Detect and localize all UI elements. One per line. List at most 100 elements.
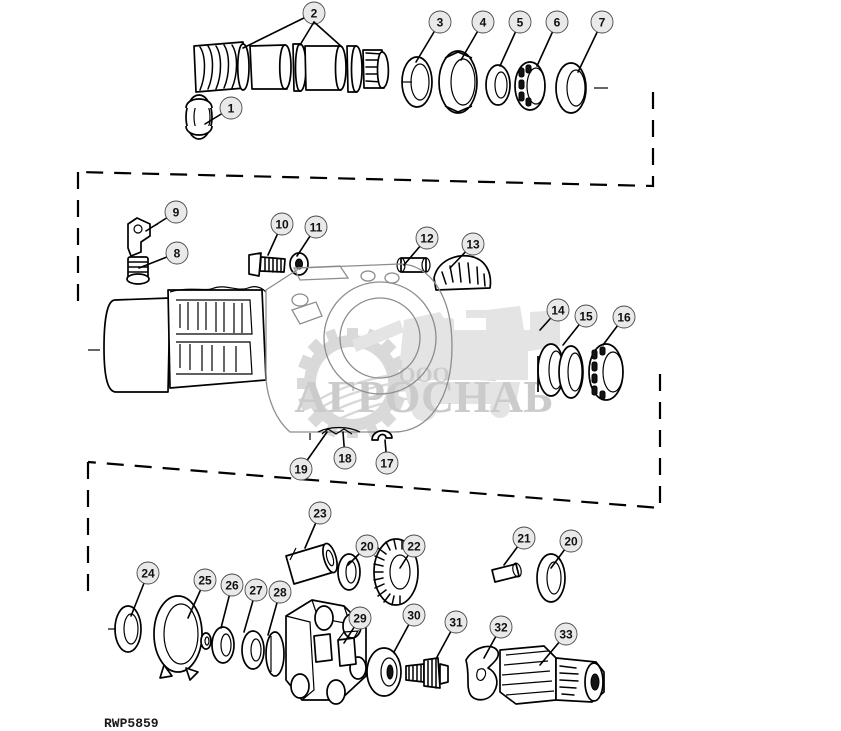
callout-number: 13 [466,238,480,252]
callout-bubble[interactable] [559,529,583,553]
callout-bubble[interactable] [348,606,372,630]
callout-bubble[interactable] [471,10,495,34]
callout-bubble[interactable] [308,501,332,525]
callout-13[interactable]: 13 [449,232,485,269]
callout-9[interactable]: 9 [145,200,188,232]
part-30-flanged-bearing [366,647,402,697]
callout-bubble[interactable] [612,305,636,329]
callout-22[interactable]: 22 [399,534,426,569]
callout-24[interactable]: 24 [130,561,160,617]
part-29-planet-carrier [285,599,367,705]
part-13-gear-segment [433,254,492,291]
callout-number: 33 [559,628,573,642]
callout-bubble[interactable] [402,603,426,627]
callout-number: 20 [564,535,578,549]
part-3-bearing-cup [401,56,433,108]
callout-3[interactable]: 3 [415,10,452,63]
callout-bubble[interactable] [545,10,569,34]
callout-bubble[interactable] [304,215,328,239]
callout-bubble[interactable] [268,580,292,604]
callout-27[interactable]: 27 [243,578,268,633]
callout-bubble[interactable] [428,10,452,34]
part-15-bearing-cup [558,345,584,399]
callout-bubble[interactable] [444,610,468,634]
callout-number: 8 [174,247,181,261]
callout-bubble[interactable] [219,96,243,120]
callout-bubble[interactable] [165,241,189,265]
callout-29[interactable]: 29 [343,606,372,644]
callout-15[interactable]: 15 [562,304,598,346]
callout-10[interactable]: 10 [267,212,294,256]
callout-number: 11 [310,221,323,235]
callout-bubble[interactable] [136,561,160,585]
callout-2[interactable]: 2 [242,1,326,49]
callout-5[interactable]: 5 [499,10,532,67]
callout-bubble[interactable] [270,212,294,236]
callout-number: 30 [407,609,421,623]
callout-bubble[interactable] [289,457,313,481]
callout-bubble[interactable] [590,10,614,34]
callout-31[interactable]: 31 [436,610,468,658]
callout-number: 14 [551,304,565,318]
callout-number: 28 [273,586,287,600]
callout-bubble[interactable] [461,232,485,256]
document-code: RWP5859 [104,716,159,731]
part-20-thrust-washer-b [536,553,566,603]
callout-21[interactable]: 21 [503,526,536,566]
callout-33[interactable]: 33 [539,622,578,666]
callout-bubble[interactable] [574,304,598,328]
callout-bubble[interactable] [508,10,532,34]
part-5-washer [485,64,511,106]
callout-bubble[interactable] [415,226,439,250]
callout-17[interactable]: 17 [375,439,399,475]
callout-7[interactable]: 7 [577,10,614,73]
callout-bubble[interactable] [512,526,536,550]
callout-bubble[interactable] [355,534,379,558]
callout-bubble[interactable] [244,578,268,602]
callout-20[interactable]: 20 [347,534,379,566]
section-borders [76,92,662,596]
callout-26[interactable]: 26 [220,573,244,629]
callout-number: 10 [275,218,289,232]
callout-6[interactable]: 6 [536,10,569,67]
callout-number: 2 [311,7,318,21]
callout-19[interactable]: 19 [289,431,328,481]
callout-bubble[interactable] [402,534,426,558]
part-8-bushing [126,256,150,285]
callout-bubble[interactable] [193,568,217,592]
callout-11[interactable]: 11 [296,215,328,257]
callout-bubble[interactable] [554,622,578,646]
part-6-roller-bearing [514,61,546,111]
callout-number: 21 [517,532,531,546]
callout-14[interactable]: 14 [539,298,570,331]
callout-12[interactable]: 12 [403,226,439,266]
callout-30[interactable]: 30 [393,603,426,653]
part-31-stud-bolt [405,657,449,689]
callout-32[interactable]: 32 [483,615,513,659]
callout-number: 9 [173,206,180,220]
callout-23[interactable]: 23 [304,501,332,549]
combine-harvester-icon [352,306,560,421]
callout-bubble[interactable] [489,615,513,639]
callout-number: 29 [353,612,367,626]
callout-bubble[interactable] [164,200,188,224]
callout-bubble[interactable] [302,1,326,25]
callout-bubble[interactable] [220,573,244,597]
gear-icon [297,328,407,438]
callout-25[interactable]: 25 [187,568,217,619]
callout-28[interactable]: 28 [267,580,292,636]
callout-bubble[interactable] [375,451,399,475]
callout-18[interactable]: 18 [333,431,357,470]
callout-4[interactable]: 4 [460,10,495,61]
callout-bubble[interactable] [546,298,570,322]
watermark-company-form: ООО [398,362,449,387]
callout-20[interactable]: 20 [550,529,583,569]
callout-bubble[interactable] [333,446,357,470]
callout-8[interactable]: 8 [138,241,189,269]
callout-1[interactable]: 1 [204,96,243,125]
callout-number: 7 [599,16,606,30]
callout-16[interactable]: 16 [602,305,636,346]
